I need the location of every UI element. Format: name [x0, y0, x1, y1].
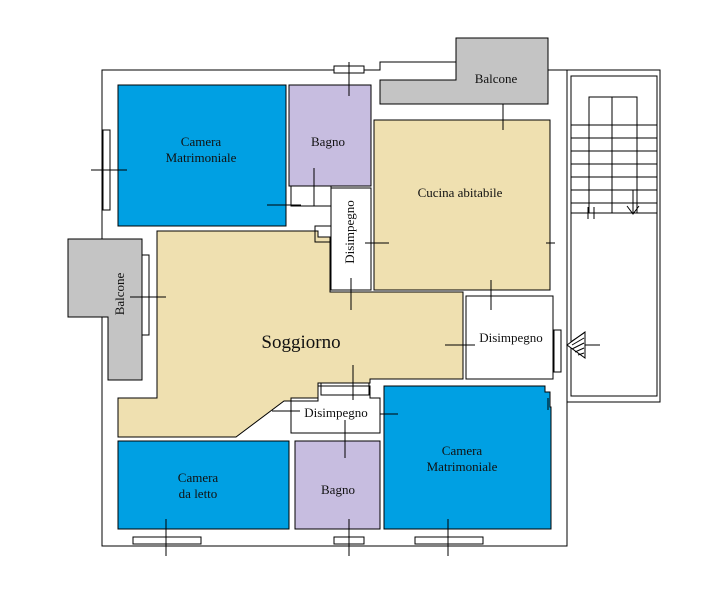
- label-disimpegno-vertical: Disimpegno: [342, 200, 357, 264]
- interior-walls: [117, 84, 552, 530]
- room-disimpegno-east: [465, 295, 554, 380]
- room-camera-da-letto: [118, 441, 289, 529]
- balcone-north: [379, 37, 549, 105]
- room-bagno-south: [295, 441, 380, 529]
- label-bagno-north: Bagno: [311, 134, 345, 149]
- room-soggiorno: [118, 231, 463, 437]
- label-balcone-north: Balcone: [475, 71, 518, 86]
- label-balcone-west: Balcone: [112, 272, 127, 315]
- room-camera-matrimoniale-se: [384, 386, 551, 529]
- label-cucina: Cucina abitabile: [418, 185, 503, 200]
- label-soggiorno: Soggiorno: [261, 332, 340, 353]
- stairwell: [570, 75, 658, 397]
- stairs-icon: [626, 190, 640, 215]
- label-disimpegno-east: Disimpegno: [479, 330, 543, 345]
- room-bagno-north: [289, 85, 371, 186]
- entrance-arrow-icon: [566, 331, 600, 359]
- door-markers: [91, 62, 595, 556]
- label-bagno-south: Bagno: [321, 482, 355, 497]
- room-camera-matrimoniale-nw: [118, 85, 286, 226]
- room-cucina: [374, 120, 550, 290]
- label-disimpegno-south: Disimpegno: [304, 405, 368, 420]
- balcone-west: [67, 238, 143, 381]
